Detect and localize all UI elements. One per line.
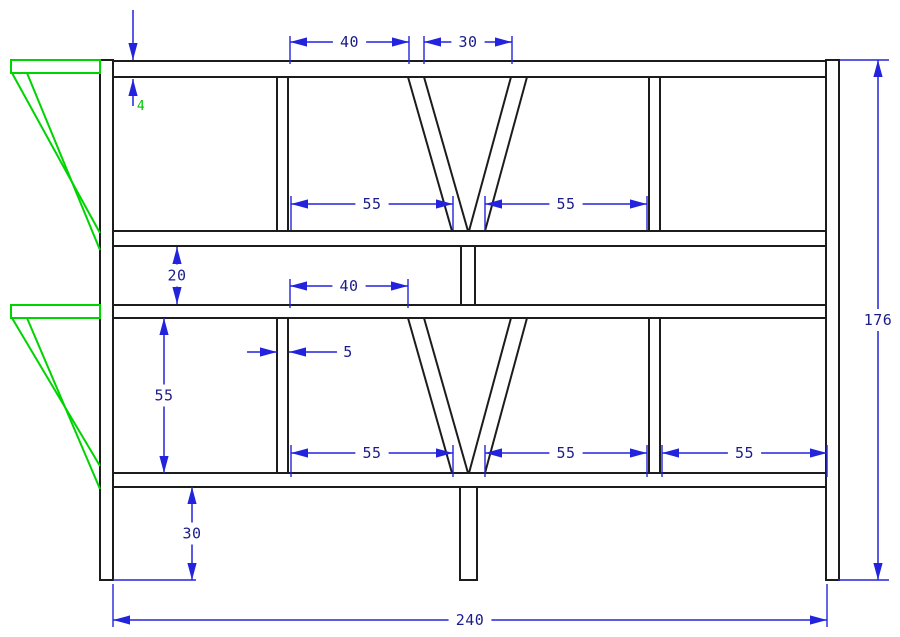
mid-band-stub <box>460 245 476 306</box>
dim-lower-55-height-label: 55 <box>154 387 173 405</box>
dimension-layer: 40 30 55 55 40 55 55 55 240 20 55 30 176 5 4 <box>112 10 893 629</box>
lower-v-left-inner <box>423 317 469 474</box>
dim-arrowhead <box>290 37 307 47</box>
left-column <box>99 59 114 581</box>
dim-arrowhead <box>128 79 138 96</box>
bracket-top-diag-inner <box>26 72 101 251</box>
dim-top-40: 40 <box>289 33 410 64</box>
dim-lower-55-left: 55 <box>290 444 454 477</box>
lower-v-right-outer <box>484 317 528 474</box>
bracket-bottom-diag-inner <box>26 317 101 490</box>
dim-4-arrow-down <box>128 10 138 60</box>
dim-arrowhead <box>630 199 647 209</box>
dim-upper-55-left: 55 <box>290 195 454 230</box>
dim-arrowhead <box>436 448 453 458</box>
dim-arrowhead <box>187 487 197 504</box>
dim-arrowhead <box>873 563 883 580</box>
dim-arrowhead <box>392 37 409 47</box>
dim-arrowhead <box>187 563 197 580</box>
dim-5-arrow-left <box>247 347 277 357</box>
dim-arrowhead <box>436 199 453 209</box>
upper-post-right <box>648 76 661 232</box>
dim-lower-55-right-label: 55 <box>735 444 754 462</box>
dim-arrowhead <box>290 281 307 291</box>
dim-arrowhead <box>159 456 169 473</box>
dim-lower-55-right: 55 <box>661 444 828 477</box>
dim-4-arrow-up <box>128 79 138 106</box>
bracket-top-diag-outer <box>11 72 101 234</box>
dim-arrowhead <box>424 37 441 47</box>
dim-arrowhead <box>172 287 182 304</box>
dim-arrowhead <box>810 615 827 625</box>
dim-mid-20-label: 20 <box>167 267 186 285</box>
dim-arrowhead <box>662 448 679 458</box>
dim-mid-40-label: 40 <box>339 277 358 295</box>
bottom-rail <box>112 472 827 488</box>
lower-post-right <box>648 317 661 474</box>
lower-post-left <box>276 317 289 474</box>
dim-arrowhead <box>113 615 130 625</box>
dim-arrowhead <box>159 318 169 335</box>
lower-v-left-outer <box>407 317 453 474</box>
dim-overall-240-label: 240 <box>456 611 485 629</box>
dim-arrowhead <box>873 60 883 77</box>
top-rail <box>112 60 827 78</box>
dim-bottom-30-label: 30 <box>182 525 201 543</box>
dim-lower-55-height: 55 <box>154 318 173 473</box>
dim-arrowhead <box>485 448 502 458</box>
dim-arrowhead <box>291 448 308 458</box>
bracket-layer <box>10 59 101 490</box>
mid-rail-upper <box>112 230 827 247</box>
dim-upper-55-left-label: 55 <box>362 195 381 213</box>
bracket-bottom-bar <box>10 304 101 319</box>
dim-mid-40: 40 <box>289 277 409 308</box>
mid-rail-lower <box>112 304 827 319</box>
dim-5-label: 5 <box>343 343 353 361</box>
dim-arrowhead <box>291 199 308 209</box>
upper-post-left <box>276 76 289 232</box>
dim-mid-20: 20 <box>167 247 186 304</box>
dim-lower-55-left-label: 55 <box>362 444 381 462</box>
lower-v-right-inner <box>468 317 512 474</box>
dim-arrowhead <box>172 247 182 264</box>
upper-v-left-inner <box>423 76 469 232</box>
upper-v-right-inner <box>468 76 512 232</box>
dim-bottom-30: 30 <box>182 487 201 580</box>
dim-5-arrow-right <box>289 347 337 357</box>
dim-arrowhead <box>495 37 512 47</box>
bracket-top-bar <box>10 59 101 74</box>
dim-arrowhead <box>128 43 138 60</box>
dim-arrowhead <box>289 347 306 357</box>
bottom-stub <box>459 486 478 581</box>
dim-top-30-label: 30 <box>458 33 477 51</box>
right-column <box>825 59 840 581</box>
dim-overall-176: 176 <box>864 60 893 580</box>
upper-v-right-outer <box>484 76 528 232</box>
bracket-bottom-diag-outer <box>11 317 101 467</box>
dim-upper-55-right-label: 55 <box>556 195 575 213</box>
dim-arrowhead <box>260 347 277 357</box>
dim-top-30: 30 <box>423 33 513 64</box>
dim-lower-55-mid: 55 <box>484 444 648 477</box>
dim-overall-240: 240 <box>112 584 828 629</box>
dim-arrowhead <box>485 199 502 209</box>
dim-top-40-label: 40 <box>340 33 359 51</box>
dim-arrowhead <box>810 448 827 458</box>
dim-4-label: 4 <box>137 99 145 114</box>
dim-arrowhead <box>391 281 408 291</box>
structure-layer <box>99 59 840 581</box>
dim-arrowhead <box>630 448 647 458</box>
dim-lower-55-mid-label: 55 <box>556 444 575 462</box>
dim-overall-176-label: 176 <box>864 311 893 329</box>
dim-upper-55-right: 55 <box>484 195 648 230</box>
